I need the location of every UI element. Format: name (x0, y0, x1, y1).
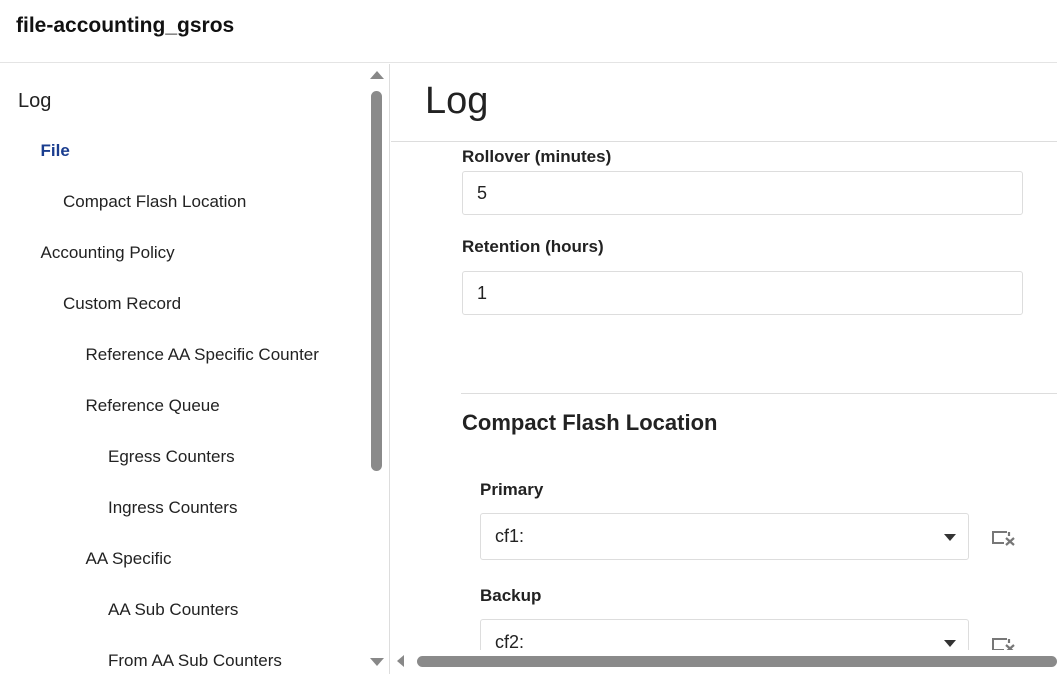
backup-value: cf2: (495, 632, 525, 652)
sidebar-item-accounting-policy[interactable]: Accounting Policy (40, 243, 175, 262)
sidebar-scroll-thumb[interactable] (371, 91, 382, 471)
clear-icon[interactable] (991, 529, 1017, 547)
app-title: file-accounting_gsros (16, 14, 235, 37)
sidebar-item-compact-flash-location[interactable]: Compact Flash Location (63, 192, 247, 211)
rollover-input[interactable]: 5 (462, 171, 1023, 215)
primary-select[interactable]: cf1: (480, 513, 969, 560)
sidebar-item-aa-sub-counters[interactable]: AA Sub Counters (108, 600, 239, 619)
scroll-up-icon[interactable] (370, 71, 384, 79)
retention-input[interactable]: 1 (462, 271, 1023, 315)
sidebar-scrollbar[interactable] (366, 64, 388, 674)
sidebar-item-reference-queue[interactable]: Reference Queue (85, 396, 220, 415)
section-divider (461, 393, 1057, 394)
primary-value: cf1: (495, 526, 525, 546)
top-bar: file-accounting_gsros (0, 0, 1057, 63)
sidebar-item-log[interactable]: Log (18, 90, 52, 112)
section-title: Compact Flash Location (462, 410, 718, 435)
sidebar-item-file[interactable]: File (40, 141, 70, 160)
sidebar-item-reference-aa-specific-counter[interactable]: Reference AA Specific Counter (85, 345, 319, 364)
chevron-down-icon (944, 534, 956, 541)
sidebar-item-from-aa-sub-counters[interactable]: From AA Sub Counters (108, 651, 282, 670)
main-horizontal-scrollbar[interactable] (391, 650, 1057, 674)
sidebar-item-aa-specific[interactable]: AA Specific (85, 549, 172, 568)
primary-label: Primary (480, 480, 544, 499)
backup-label: Backup (480, 586, 542, 605)
retention-label: Retention (hours) (462, 237, 604, 256)
page-title: Log (425, 80, 489, 122)
chevron-down-icon (944, 640, 956, 647)
scroll-down-icon[interactable] (370, 658, 384, 666)
main-header: Log (391, 64, 1057, 142)
main-panel: Log Rollover (minutes) 5 Retention (hour… (391, 64, 1057, 674)
sidebar-item-ingress-counters[interactable]: Ingress Counters (108, 498, 238, 517)
horizontal-scroll-thumb[interactable] (417, 656, 1057, 667)
scroll-left-icon[interactable] (397, 655, 404, 667)
sidebar-item-custom-record[interactable]: Custom Record (63, 294, 182, 313)
rollover-label: Rollover (minutes) (462, 147, 612, 166)
sidebar-item-egress-counters[interactable]: Egress Counters (108, 447, 235, 466)
